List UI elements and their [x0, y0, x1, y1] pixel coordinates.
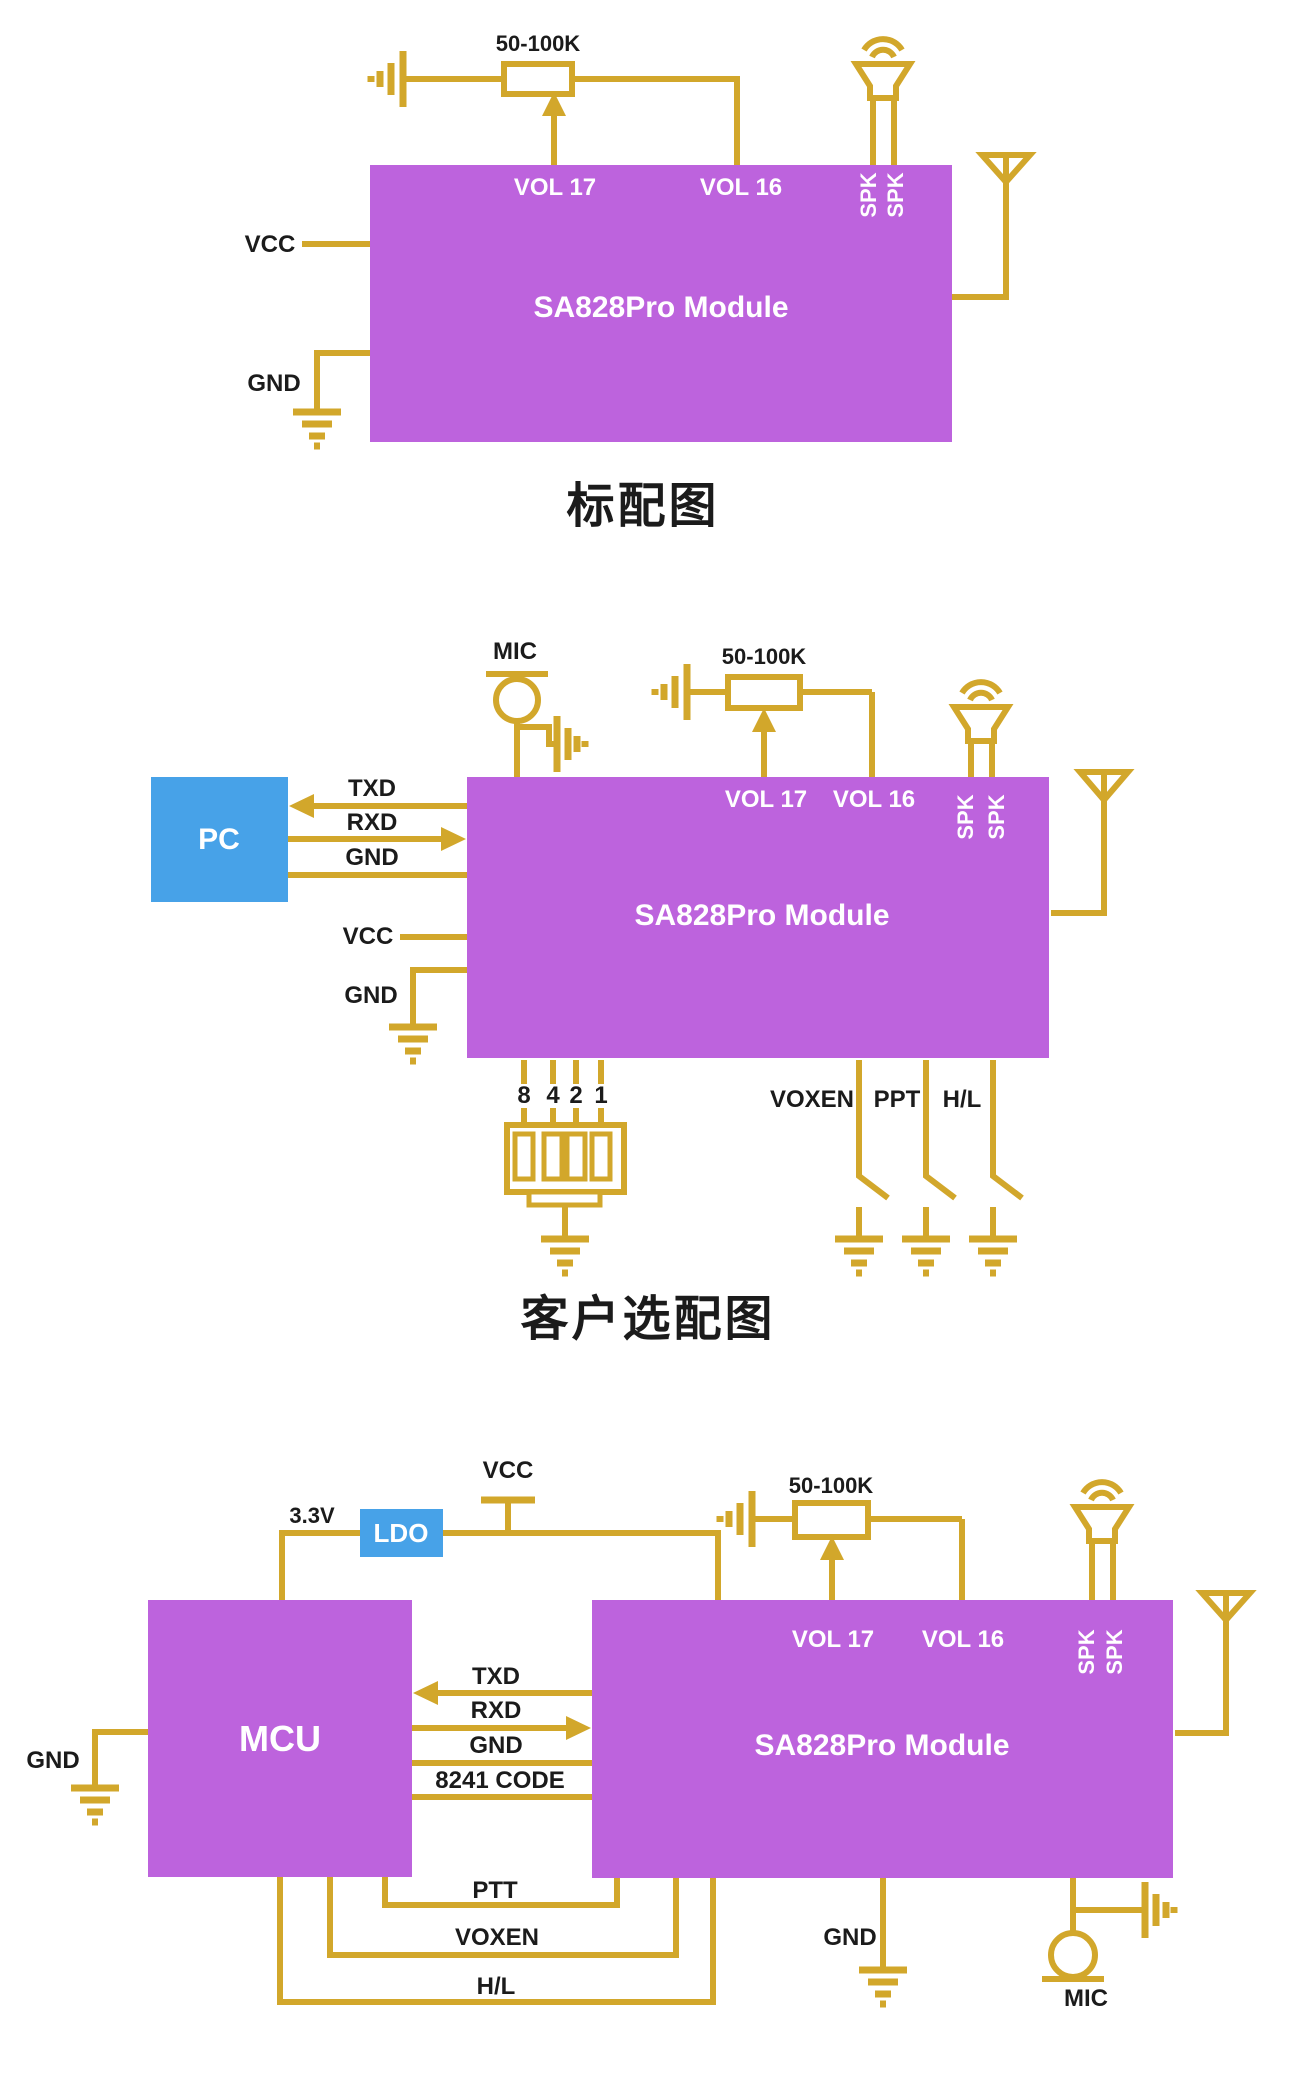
d3-ldo-label: LDO [373, 1518, 429, 1548]
d3-pot-ground-icon [716, 1491, 795, 1547]
d3-antenna-icon [1175, 1590, 1257, 1736]
d3-code-label: 8241 CODE [435, 1767, 565, 1794]
d3-pin-spk1: SPK [1074, 1629, 1099, 1675]
d1-gnd-ground-icon [293, 408, 341, 450]
d3-txd-label: TXD [472, 1663, 520, 1690]
d3-mcu-box [148, 1600, 412, 1877]
d1-module-box [370, 165, 952, 442]
d3-rxd-arrow [412, 1716, 591, 1740]
d2-speaker-icon [948, 679, 1014, 777]
d3-txd-arrow [413, 1681, 592, 1705]
d2-module-title: SA828Pro Module [634, 899, 890, 932]
d3-pin-spk2: SPK [1102, 1629, 1127, 1675]
d2-caption: 客户选配图 [520, 1293, 776, 1346]
d2-pot-value: 50-100K [721, 644, 807, 669]
d2-pot-ground-icon [651, 664, 728, 720]
d2-gnd-label: GND [344, 982, 398, 1009]
d3-gnd-bottom-wire [859, 1878, 907, 2008]
d3-v33-label: 3.3V [289, 1503, 335, 1528]
d2-pin-vol16: VOL 16 [832, 786, 916, 813]
d1-gnd-wire [314, 350, 370, 410]
d1-antenna-icon [952, 152, 1037, 300]
d3-ldo-vcc-wire [279, 1496, 721, 1600]
d2-mic-icon [486, 671, 589, 777]
d2-pc-box [151, 777, 288, 902]
d1-module-title: SA828Pro Module [533, 291, 789, 324]
d3-ldo-box [360, 1509, 443, 1557]
d1-vcc-label: VCC [244, 231, 296, 258]
d3-vcc-label: VCC [482, 1457, 534, 1484]
d2-gnd-ground-icon [389, 1023, 437, 1065]
d3-gnd-left-wire [71, 1729, 148, 1826]
d3-module-title: SA828Pro Module [754, 1729, 1010, 1762]
d2-pin-spk1: SPK [953, 794, 978, 840]
d3-module-box [592, 1600, 1173, 1878]
d3-gnd-bottom-label: GND [823, 1924, 877, 1951]
d1-potentiometer [501, 61, 740, 165]
d1-pin-spk1: SPK [856, 172, 881, 218]
d3-pin-vol16: VOL 16 [921, 1626, 1005, 1653]
d2-pin-vol17: VOL 17 [724, 786, 808, 813]
d3-voxen-label: VOXEN [454, 1924, 540, 1951]
d2-dip-digit-8: 8 [513, 1084, 535, 1108]
d2-ppt-switch-icon [902, 1060, 957, 1277]
d3-hl-label: H/L [476, 1973, 516, 2000]
d2-hl-label: H/L [942, 1086, 982, 1113]
d2-voxen-switch-icon [835, 1060, 890, 1277]
d1-pot-ground-icon [367, 51, 504, 107]
d3-mic-label: MIC [1064, 1985, 1108, 2012]
d3-hl-wire [277, 1877, 716, 2005]
d3-gnd-left-label: GND [26, 1747, 80, 1774]
d2-txd-label: TXD [348, 775, 396, 802]
d2-gnd-uart-label: GND [345, 844, 399, 871]
d3-ptt-label: PTT [472, 1877, 518, 1904]
d2-txd-arrow [289, 794, 467, 818]
d2-potentiometer [725, 674, 875, 777]
d2-voxen-label: VOXEN [769, 1086, 855, 1113]
d2-pc-label: PC [198, 823, 240, 856]
d2-antenna-icon [1051, 769, 1135, 916]
d2-gnd-wire [410, 967, 467, 1025]
d2-dip-digit-2: 2 [565, 1084, 587, 1108]
d3-mcu-title: MCU [239, 1718, 321, 1759]
d1-gnd-label: GND [247, 370, 301, 397]
d3-speaker-icon [1069, 1479, 1135, 1600]
d1-caption: 标配图 [566, 480, 720, 533]
d2-vcc-label: VCC [342, 923, 394, 950]
d2-dip-digit-4: 4 [542, 1084, 564, 1108]
d3-pin-vol17: VOL 17 [791, 1626, 875, 1653]
d3-mic-icon [1042, 1878, 1178, 1982]
d2-dip-digit-1: 1 [590, 1084, 612, 1108]
d2-hl-switch-icon [969, 1060, 1024, 1277]
d3-gnd-uart-label: GND [469, 1732, 523, 1759]
d3-voxen-wire [327, 1877, 679, 1958]
d2-pin-spk2: SPK [984, 794, 1009, 840]
d3-rxd-label: RXD [470, 1697, 522, 1724]
d2-rxd-label: RXD [346, 809, 398, 836]
d2-ppt-label: PPT [873, 1086, 921, 1113]
d3-ptt-wire [382, 1877, 620, 1908]
d2-mic-label: MIC [493, 638, 537, 665]
d2-rxd-arrow [288, 827, 466, 851]
d1-pin-vol16: VOL 16 [699, 174, 783, 201]
d2-module-box [467, 777, 1049, 1058]
d1-pot-value: 50-100K [495, 31, 581, 56]
d2-dip-switch [504, 1060, 627, 1277]
d3-pot-value: 50-100K [788, 1473, 874, 1498]
d1-speaker-icon [850, 36, 916, 165]
d3-potentiometer [792, 1500, 965, 1600]
d1-pin-vol17: VOL 17 [513, 174, 597, 201]
d1-pin-spk2: SPK [883, 172, 908, 218]
